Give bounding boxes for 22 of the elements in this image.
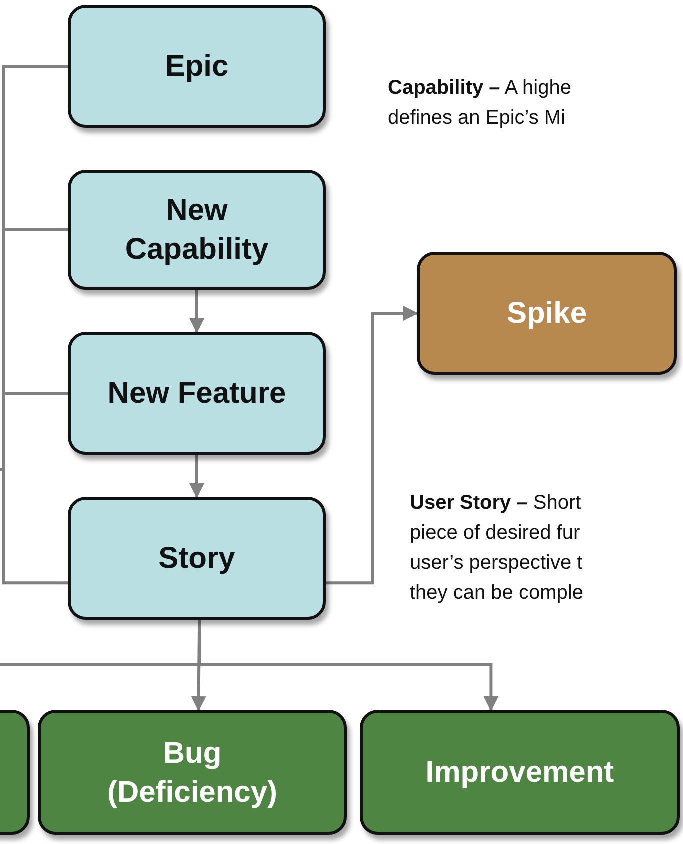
arrow: [326, 306, 418, 585]
description-text: Capability – A highe defines an Epic’s Mi: [388, 76, 572, 131]
process-box: [68, 5, 326, 128]
process-box: [38, 710, 347, 835]
connector-line: [0, 392, 68, 472]
arrow: [198, 620, 499, 712]
process-box: [68, 170, 326, 290]
process-box: [68, 497, 326, 620]
arrow: [190, 455, 204, 498]
box-label: Spike: [506, 296, 588, 332]
process-box: [360, 710, 680, 835]
box-label: Story: [158, 541, 236, 577]
box-label: New Capability: [124, 193, 270, 268]
connector-line: [0, 468, 68, 585]
process-box: [417, 252, 677, 375]
process-box: [68, 332, 326, 455]
box-label: New Feature: [108, 376, 286, 412]
box-label: Bug (Deficiency): [106, 736, 279, 810]
description-text: User Story – Short piece of desired fur user’s perspective t they can be comple: [410, 491, 584, 606]
box-label: Epic: [165, 49, 229, 85]
arrow: [190, 290, 204, 334]
box-label: Improvement: [426, 755, 614, 791]
